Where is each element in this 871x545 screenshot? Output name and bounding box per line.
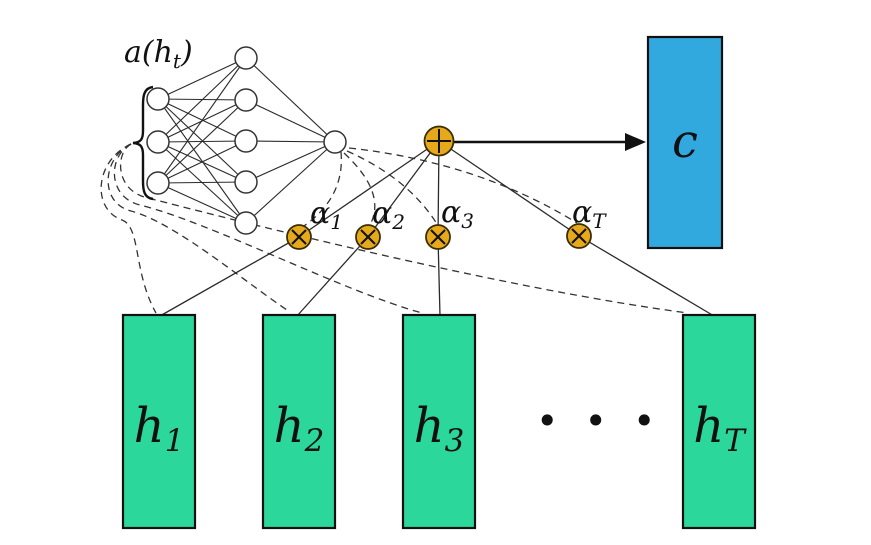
hidden-state-block-2 <box>261 313 337 530</box>
context-vector-block <box>646 35 724 250</box>
times-icon <box>291 229 307 245</box>
hidden-neuron <box>234 170 258 194</box>
weight-curve-1 <box>303 151 342 227</box>
alignment-network-nodes <box>146 46 347 235</box>
hidden-neuron <box>234 46 258 70</box>
hidden-neuron <box>234 211 258 235</box>
input-neuron <box>146 130 170 154</box>
weight-curve-T <box>348 147 578 224</box>
alpha-1-label: α1 <box>310 196 343 234</box>
output-neuron <box>323 130 347 154</box>
feedback-curve-h2 <box>107 143 291 313</box>
multiply-node-3 <box>425 224 451 250</box>
sum-to-multiply-lines <box>298 140 580 238</box>
hidden-state-label-3: h3 <box>414 398 465 459</box>
hidden-neuron <box>234 129 258 153</box>
ellipsis-dots: • • • <box>536 399 662 443</box>
state-line-T <box>578 235 715 317</box>
sum-line-T <box>438 140 580 237</box>
input-neuron <box>146 171 170 195</box>
input-neuron <box>146 87 170 111</box>
feedback-curve-h3 <box>113 143 423 314</box>
input-brace <box>132 85 154 201</box>
context-arrow <box>454 133 646 151</box>
state-line-2 <box>296 236 369 317</box>
weight-curve-3 <box>346 150 438 225</box>
multiply-node-1 <box>286 224 312 250</box>
alpha-2-label: α2 <box>372 196 405 234</box>
sum-line-3 <box>437 140 440 238</box>
alpha-3-label: α3 <box>441 195 474 233</box>
multiply-node-2 <box>355 224 381 250</box>
times-icon <box>360 229 376 245</box>
sum-node <box>423 125 455 157</box>
feedback-curve-h1 <box>100 143 157 314</box>
multiply-to-state-lines <box>159 235 715 317</box>
times-icon <box>430 229 446 245</box>
sum-line-2 <box>367 140 440 238</box>
hidden-neuron <box>234 88 258 112</box>
hidden-state-label-1: h1 <box>134 398 185 459</box>
hidden-state-block-T <box>681 313 757 530</box>
times-icon <box>571 228 587 244</box>
hidden-state-label-2: h2 <box>274 398 325 459</box>
network-to-multiply-curves <box>303 147 578 227</box>
context-arrowhead <box>625 133 646 151</box>
weight-curve-2 <box>343 152 376 226</box>
context-vector-label: c <box>672 114 698 168</box>
multiply-node-T <box>566 223 592 249</box>
alpha-T-label: αT <box>572 195 607 233</box>
state-line-3 <box>437 236 441 317</box>
network-edges <box>157 57 336 224</box>
network-label: a(ht) <box>124 35 193 73</box>
hidden-state-block-3 <box>401 313 477 530</box>
hidden-state-label-T: hT <box>693 398 747 459</box>
hidden-state-block-1 <box>121 313 197 530</box>
sum-line-1 <box>298 140 440 238</box>
state-line-1 <box>159 236 300 317</box>
